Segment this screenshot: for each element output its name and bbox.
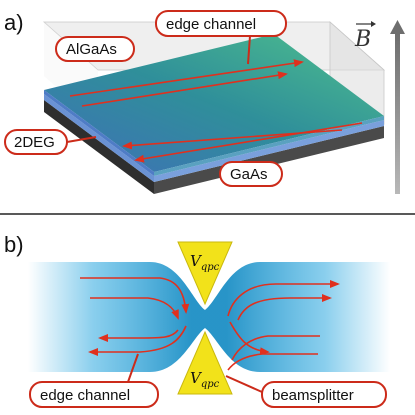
edge-arrow [122, 129, 343, 150]
label-algaas-text: AlGaAs [66, 41, 117, 58]
panel-b: b) Vqpc Vqpc [4, 232, 390, 408]
edge-arrow [231, 335, 320, 361]
b-field-vector-tip [371, 21, 376, 27]
label-2deg-text: 2DEG [14, 134, 55, 151]
gate-bottom-symbol: Vqpc [190, 369, 220, 390]
panel-a: a) B [4, 10, 405, 194]
label-beamsplitter-text: beamsplitter [272, 387, 354, 404]
edge-arrow [69, 59, 304, 97]
edge-channel-arrows-a [69, 59, 363, 163]
edge-arrow [81, 71, 288, 107]
label-edge-channel-b: edge channel [29, 353, 159, 408]
twodeg-front-edge [44, 94, 154, 182]
label-algaas: AlGaAs [55, 36, 135, 62]
edge-arrow [237, 294, 332, 321]
gate-top-symbol: Vqpc [190, 252, 220, 273]
edge-arrow [80, 277, 190, 314]
channel-region [28, 262, 390, 372]
panel-a-label: a) [4, 10, 24, 35]
gaas-right-face [154, 126, 384, 194]
edge-arrow [229, 321, 270, 356]
gate-top-triangle [177, 241, 233, 306]
b-field-head [390, 20, 405, 34]
edge-arrow [88, 325, 187, 356]
gaas-front-face [44, 100, 154, 194]
b-field-shaft [395, 34, 400, 194]
magnetic-field-arrow: B [354, 20, 405, 194]
gate-top: Vqpc [177, 241, 233, 306]
panel-b-label: b) [4, 232, 24, 257]
b-field-symbol: B [354, 27, 371, 52]
label-beamsplitter: beamsplitter [225, 375, 387, 408]
edge-arrow [227, 280, 340, 317]
twodeg-right-edge [154, 120, 384, 182]
label-edge-channel-a-text: edge channel [166, 16, 256, 33]
label-2deg: 2DEG [4, 129, 97, 155]
heterostructure-front-edge [44, 90, 154, 176]
edge-arrow [227, 353, 318, 371]
gate-bottom: Vqpc [177, 330, 233, 395]
edge-channel-arrows-b [80, 277, 340, 371]
label-gaas-text: GaAs [230, 166, 268, 183]
label-gaas: GaAs [219, 161, 283, 187]
gate-bottom-triangle [177, 330, 233, 395]
heterostructure-top-face [44, 34, 384, 172]
label-edge-channel-b-text: edge channel [40, 387, 130, 404]
edge-arrow [98, 329, 179, 342]
label-edge-channel-a: edge channel [155, 10, 287, 65]
edge-arrow [134, 122, 363, 163]
edge-arrow [90, 297, 179, 320]
